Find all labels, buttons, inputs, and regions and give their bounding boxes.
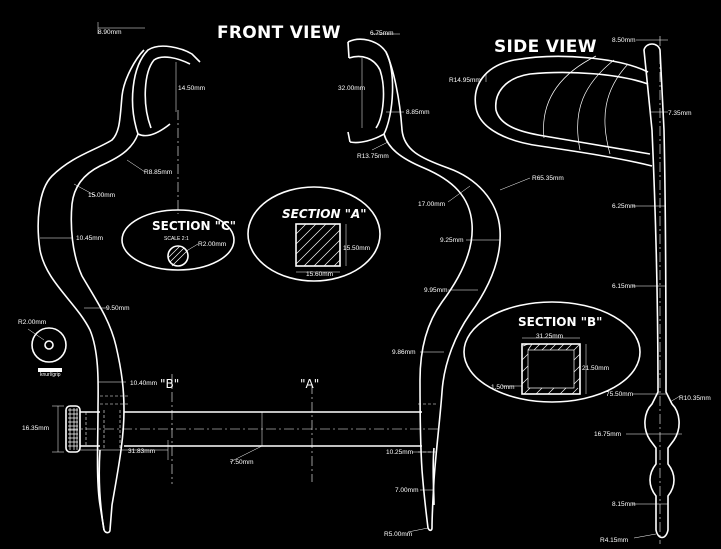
knurled-knob	[65, 405, 81, 453]
dim-r2-section-c: R2.00mm	[198, 241, 226, 248]
dim-r14-95: R14.95mm	[449, 77, 481, 84]
dim-16-35: 16.35mm	[22, 425, 49, 432]
dim-6-75: 6.75mm	[370, 30, 393, 37]
dim-31-83: 31.83mm	[128, 448, 155, 455]
dim-10-40: 10.40mm	[130, 380, 157, 387]
section-a-height: 15.50mm	[343, 245, 370, 252]
dim-10-45: 10.45mm	[76, 235, 103, 242]
section-b: SECTION "B" 31.25mm 21.50mm 1.50mm	[463, 301, 641, 403]
cut-mark-a: "A"	[300, 377, 319, 391]
section-b-wall: 1.50mm	[491, 384, 514, 391]
dim-r65-35: R65.35mm	[532, 175, 564, 182]
dim-9-95: 9.95mm	[424, 287, 447, 294]
section-b-height: 21.50mm	[582, 365, 609, 372]
section-b-title: SECTION "B"	[518, 315, 602, 329]
dim-16-75: 16.75mm	[594, 431, 621, 438]
washer-part: R2.00mm knurl/grip	[18, 319, 67, 378]
dim-10-25: 10.25mm	[386, 449, 413, 456]
section-b-width: 31.25mm	[536, 333, 563, 340]
right-arm	[347, 38, 501, 532]
dim-left-top: 8.90mm	[98, 29, 121, 36]
dim-9-25: 9.25mm	[440, 237, 463, 244]
dim-r2-washer: R2.00mm	[18, 319, 46, 326]
left-arm	[37, 45, 201, 534]
dim-r8-85: R8.85mm	[144, 169, 172, 176]
dim-r10-35: R10.35mm	[679, 395, 711, 402]
dim-17-00: 17.00mm	[418, 201, 445, 208]
dim-9-50: 9.50mm	[106, 305, 129, 312]
dim-6-15: 6.15mm	[612, 283, 635, 290]
knob-label: knurl/grip	[40, 372, 61, 378]
section-c-title: SECTION "C"	[152, 219, 236, 233]
cut-marks: "B" "A"	[160, 110, 319, 484]
front-view-title: FRONT VIEW	[217, 23, 341, 43]
section-a-width: 15.60mm	[306, 271, 333, 278]
dim-15-00: 15.00mm	[88, 192, 115, 199]
dim-side-top: 8.50mm	[612, 37, 635, 44]
right-arm-dimensions: 6.75mm 32.00mm 8.85mm R13.75mm 17.00mm R…	[338, 30, 564, 538]
left-arm-dimensions: 8.90mm 14.50mm R8.85mm 15.00mm 10.45mm 9…	[22, 22, 263, 466]
dim-8-15: 8.15mm	[612, 501, 635, 508]
side-view-title: SIDE VIEW	[494, 37, 597, 57]
dim-9-86: 9.86mm	[392, 349, 415, 356]
dim-7-35: 7.35mm	[668, 110, 691, 117]
section-c: SECTION "C" SCALE 2:1 R2.00mm	[121, 209, 236, 271]
section-a: SECTION "A" 15.50mm 15.60mm	[247, 186, 381, 282]
dim-r5-00: R5.00mm	[384, 531, 412, 538]
dim-7-50: 7.50mm	[230, 459, 253, 466]
side-view: R14.95mm 8.50mm 7.35mm 6.25mm 6.15mm 75.…	[449, 36, 711, 544]
dim-75-50: 75.50mm	[606, 391, 633, 398]
section-c-scale: SCALE 2:1	[164, 236, 189, 242]
dim-r4-15: R4.15mm	[600, 537, 628, 544]
dim-14-50: 14.50mm	[178, 85, 205, 92]
dim-7-00: 7.00mm	[395, 487, 418, 494]
section-a-title: SECTION "A"	[282, 207, 367, 221]
dim-32-00: 32.00mm	[338, 85, 365, 92]
dim-r13-75: R13.75mm	[357, 153, 389, 160]
dim-6-25: 6.25mm	[612, 203, 635, 210]
cut-mark-b: "B"	[160, 377, 179, 391]
dim-8-85: 8.85mm	[406, 109, 429, 116]
